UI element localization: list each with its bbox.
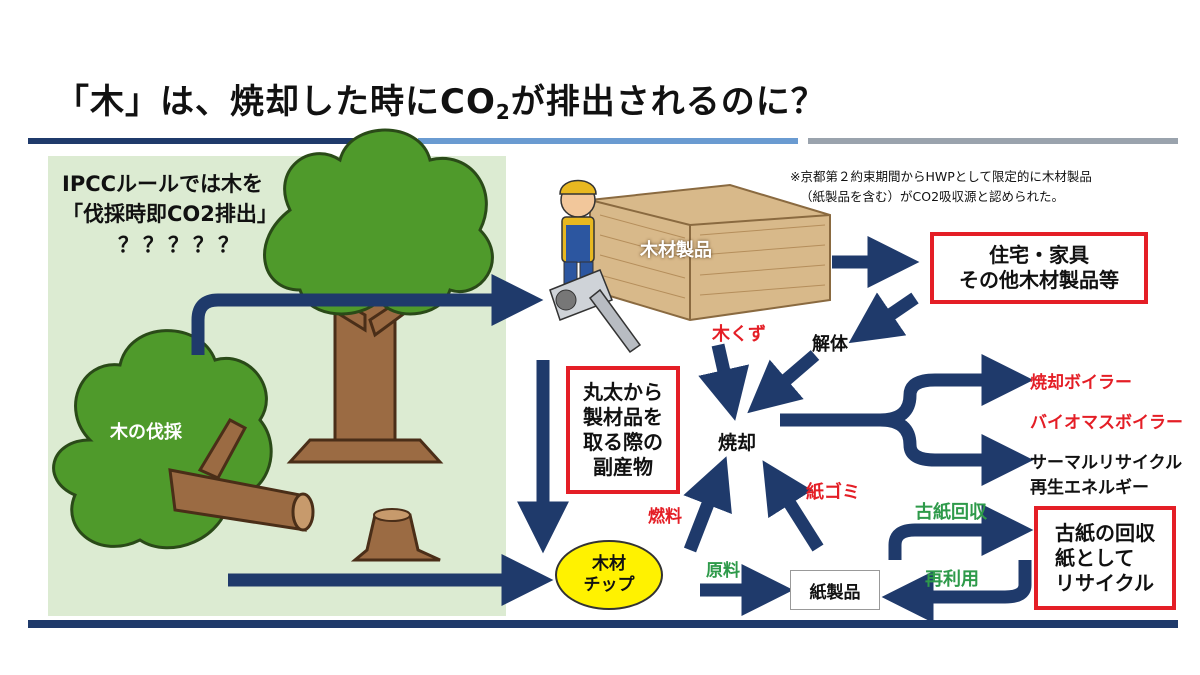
dismantle-label: 解体	[812, 334, 848, 355]
byproduct-box: 丸太から 製材品を 取る際の 副産物	[566, 366, 680, 494]
incin-boiler-label: 焼却ボイラー	[1030, 373, 1132, 393]
kyoto-note-line1: ※京都第２約束期間からHWPとして限定的に木材製品	[790, 169, 1092, 184]
old-paper-collect-label: 古紙回収	[915, 502, 987, 523]
wood-chips-node: 木材チップ	[555, 540, 663, 610]
worker-icon	[559, 179, 597, 301]
kyoto-note-line2: （紙製品を含む）がCO2吸収源と認められた。	[800, 189, 1065, 204]
page-title: 「木」は、焼却した時にCO2が排出されるのに？	[55, 82, 826, 124]
renewable-label: 再生エネルギー	[1030, 478, 1149, 498]
ipcc-note-line2: 「伐採時即CO2排出」	[62, 202, 278, 226]
incineration-label: 焼却	[718, 432, 757, 454]
felled-tree-icon	[52, 329, 315, 550]
lumber-stack-icon	[589, 183, 831, 322]
ipcc-note-line3: ？？？？？	[118, 233, 243, 257]
paper-recycle-box: 古紙の回収 紙として リサイクル	[1034, 506, 1176, 610]
housing-box: 住宅・家具その他木材製品等	[930, 232, 1148, 304]
raw-material-label: 原料	[706, 561, 740, 581]
header-bar-gray	[808, 138, 1178, 144]
biomass-boiler-label: バイオマスボイラー	[1030, 413, 1183, 433]
standing-tree-icon	[263, 128, 494, 464]
fuel-label: 燃料	[648, 507, 682, 527]
stump-icon	[350, 508, 441, 562]
chainsaw-icon	[549, 269, 642, 354]
paper-waste-label: 紙ゴミ	[806, 482, 860, 503]
ipcc-note-line1: IPCCルールでは木を	[62, 172, 264, 196]
paper-products-box: 紙製品	[790, 570, 880, 610]
thermal-recycle-label: サーマルリサイクル	[1030, 453, 1183, 473]
header-bar-blue	[418, 138, 798, 144]
wood-scrap-label: 木くず	[712, 324, 766, 345]
header-bar-navy	[28, 138, 408, 144]
felling-label: 木の伐採	[110, 422, 182, 443]
lumber-products-label: 木材製品	[640, 240, 712, 261]
reuse-label: 再利用	[925, 569, 979, 590]
